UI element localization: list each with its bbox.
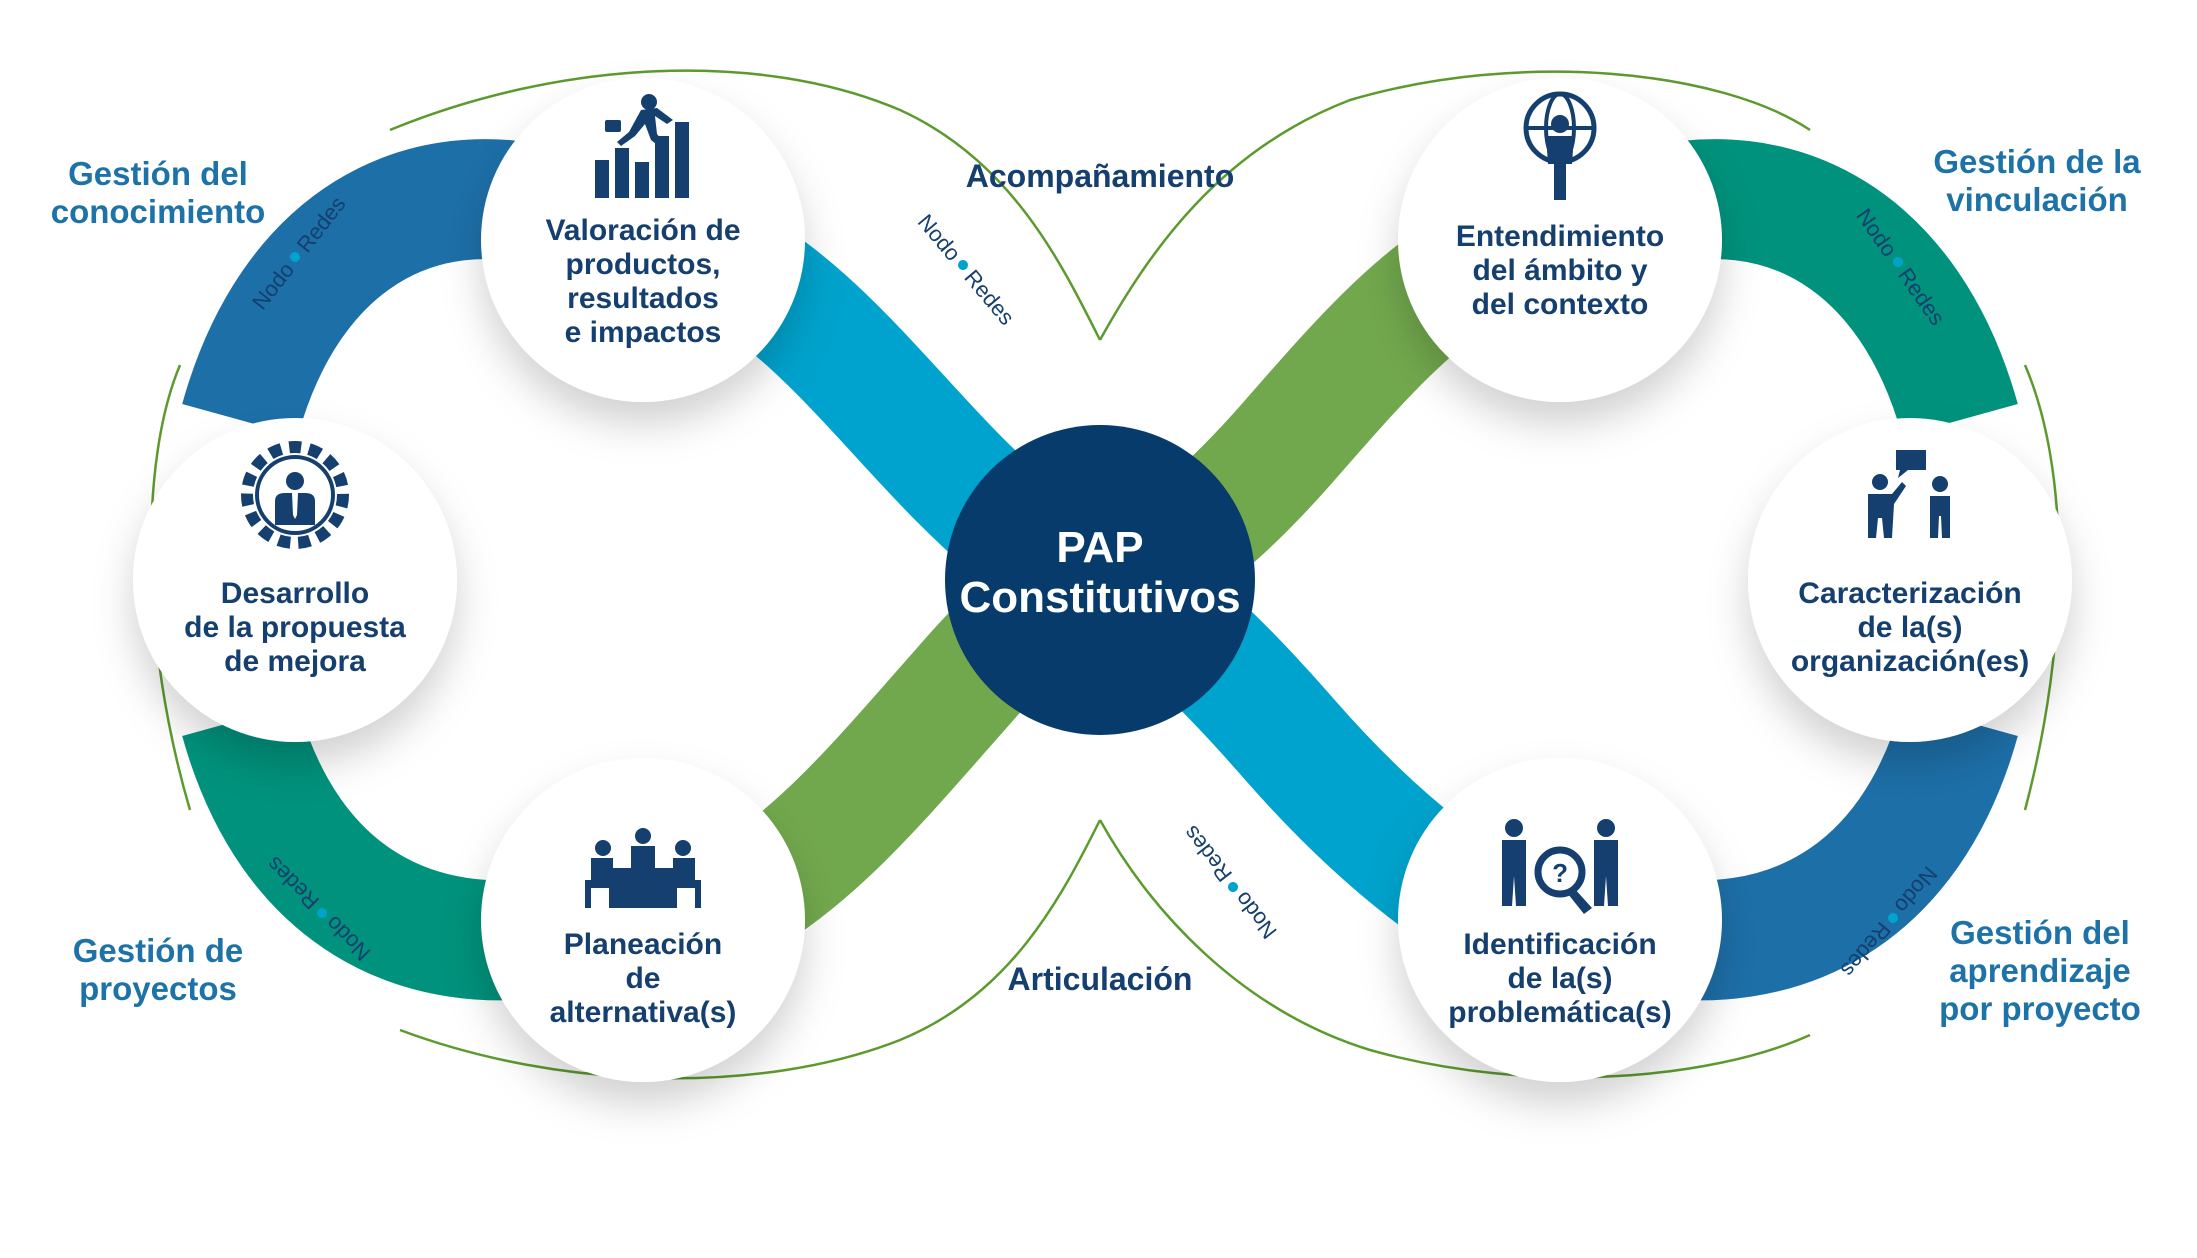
svg-text:resultados: resultados: [567, 282, 719, 315]
svg-text:Valoración de: Valoración de: [545, 214, 740, 247]
svg-text:problemática(s): problemática(s): [1448, 996, 1671, 1029]
svg-text:Gestión del: Gestión del: [1950, 914, 2130, 951]
band-label-articulacion: Articulación: [1008, 961, 1193, 997]
node-title-planeacion: Planeación de alternativa(s): [550, 928, 737, 1029]
svg-text:proyectos: proyectos: [79, 970, 237, 1007]
tag-redes: Redes: [1178, 821, 1237, 887]
side-label-vinculacion: Gestión de la vinculación: [1933, 143, 2141, 218]
svg-text:productos,: productos,: [566, 248, 721, 281]
business-growth-icon: [595, 94, 689, 198]
node-title-entendimiento: Entendimiento del ámbito y del contexto: [1456, 220, 1664, 321]
side-label-proyectos: Gestión de proyectos: [73, 932, 244, 1007]
globe-person-icon: [1523, 91, 1597, 200]
gear-person-icon: [241, 441, 349, 549]
svg-text:organización(es): organización(es): [1791, 645, 2029, 678]
svg-text:por proyecto: por proyecto: [1939, 990, 2141, 1027]
svg-text:de la propuesta: de la propuesta: [184, 611, 406, 644]
node-circle-caracterizacion: [1748, 418, 2072, 742]
node-circle-valoracion: [481, 78, 805, 402]
svg-text:de mejora: de mejora: [224, 645, 366, 678]
svg-text:alternativa(s): alternativa(s): [550, 996, 737, 1029]
node-circles: [133, 78, 2072, 1082]
svg-text:aprendizaje: aprendizaje: [1949, 952, 2131, 989]
tag-dot: [1225, 879, 1241, 895]
svg-text:de: de: [625, 962, 660, 995]
side-label-aprendizaje: Gestión del aprendizaje por proyecto: [1939, 914, 2141, 1027]
svg-text:del ámbito y: del ámbito y: [1472, 254, 1647, 287]
svg-text:Gestión del: Gestión del: [68, 155, 248, 192]
svg-text:Gestión de la: Gestión de la: [1933, 143, 2141, 180]
center-circle: [945, 425, 1255, 735]
svg-text:de la(s): de la(s): [1857, 611, 1962, 644]
center-title-line2: Constitutivos: [959, 573, 1240, 622]
meeting-table-icon: [585, 828, 701, 908]
tag-nodo: Nodo: [913, 209, 966, 265]
side-label-conocimiento: Gestión del conocimiento: [51, 155, 266, 230]
svg-text:Entendimiento: Entendimiento: [1456, 220, 1664, 253]
svg-text:e impactos: e impactos: [565, 316, 722, 349]
tag-nodo: Nodo: [1230, 887, 1282, 944]
infinity-outline: [149, 69, 2060, 1080]
svg-text:Caracterización: Caracterización: [1798, 577, 2021, 610]
node-circle-desarrollo: [133, 418, 457, 742]
node-title-valoracion: Valoración de productos, resultados e im…: [545, 214, 740, 349]
svg-text:del contexto: del contexto: [1472, 288, 1649, 321]
svg-text:de la(s): de la(s): [1507, 962, 1612, 995]
two-people-chat-icon: [1868, 450, 1950, 538]
node-title-desarrollo: Desarrollo de la propuesta de mejora: [184, 577, 406, 678]
svg-text:Gestión de: Gestión de: [73, 932, 244, 969]
node-title-caracterizacion: Caracterización de la(s) organización(es…: [1791, 577, 2029, 678]
tag-dot: [955, 257, 971, 273]
svg-text:?: ?: [1552, 858, 1568, 888]
magnifier-people-icon: ?: [1502, 819, 1618, 914]
svg-text:vinculación: vinculación: [1946, 181, 2128, 218]
svg-text:Identificación: Identificación: [1463, 928, 1656, 961]
center-hub: PAP Constitutivos: [945, 425, 1255, 735]
node-circle-planeacion: [481, 758, 805, 1082]
tag-redes: Redes: [959, 265, 1019, 330]
node-circle-entendimiento: [1398, 78, 1722, 402]
center-title-line1: PAP: [1056, 523, 1143, 572]
svg-text:conocimiento: conocimiento: [51, 193, 266, 230]
svg-text:Desarrollo: Desarrollo: [221, 577, 369, 610]
node-circle-identificacion: [1398, 758, 1722, 1082]
svg-text:Planeación: Planeación: [564, 928, 722, 961]
node-title-identificacion: Identificación de la(s) problemática(s): [1448, 928, 1671, 1029]
band-label-acompanamiento: Acompañamiento: [966, 158, 1234, 194]
